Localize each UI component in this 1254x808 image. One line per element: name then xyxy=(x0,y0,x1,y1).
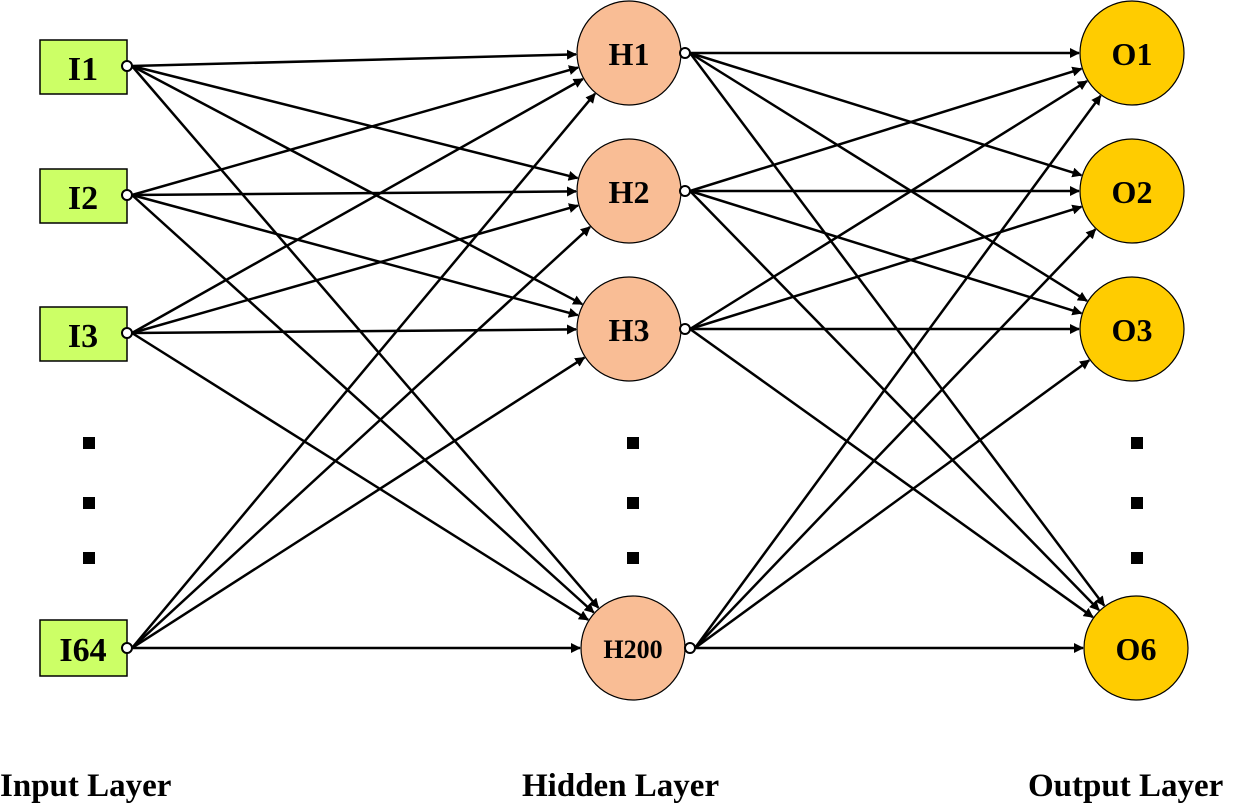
input-ellipsis-dot xyxy=(83,437,95,449)
hidden-node-h200: H200 xyxy=(580,595,686,701)
hidden-node-label: H200 xyxy=(603,635,662,664)
hidden-node-label: H2 xyxy=(609,174,650,210)
input-hidden-edge xyxy=(131,65,600,609)
input-port xyxy=(121,642,133,654)
hidden-output-edge xyxy=(689,51,1088,302)
input-port xyxy=(121,60,133,72)
hidden-node-h2: H2 xyxy=(576,138,682,244)
output-node-label: O3 xyxy=(1112,312,1153,348)
hidden-output-edge xyxy=(693,94,1102,649)
connection-ports xyxy=(121,47,696,654)
hidden-output-edge xyxy=(689,80,1088,331)
hidden-output-edge xyxy=(689,327,1094,619)
hidden-output-edge xyxy=(689,190,1100,611)
input-node-i2: I2 xyxy=(39,168,128,224)
input-ellipsis-dot xyxy=(83,552,95,564)
input-node-i64: I64 xyxy=(39,619,128,677)
hidden-output-edge xyxy=(689,204,1083,331)
hidden-node-label: H3 xyxy=(609,312,650,348)
hidden-output-edge xyxy=(689,51,1083,178)
output-node-label: O1 xyxy=(1112,36,1153,72)
input-node-label: I3 xyxy=(68,318,98,355)
ellipsis-dots xyxy=(83,437,1143,564)
input-node-label: I64 xyxy=(59,632,106,669)
input-layer-label: Input Layer xyxy=(0,768,171,804)
input-node-label: I2 xyxy=(68,180,98,217)
input-hidden-edge xyxy=(131,194,595,614)
input-port xyxy=(121,189,133,201)
hidden-port xyxy=(684,642,696,654)
input-node-i3: I3 xyxy=(39,306,128,362)
hidden-node-h3: H3 xyxy=(576,276,682,382)
input-hidden-edge xyxy=(131,64,579,181)
input-node-i1: I1 xyxy=(39,39,128,95)
hidden-ellipsis-dot xyxy=(627,437,639,449)
hidden-port xyxy=(679,47,691,59)
input-hidden-edge xyxy=(131,193,579,318)
output-ellipsis-dot xyxy=(1131,497,1143,509)
input-hidden-edge xyxy=(131,92,596,649)
output-node-label: O2 xyxy=(1112,174,1153,210)
hidden-ellipsis-dot xyxy=(627,497,639,509)
input-layer-nodes: I1 I2 I3 I64 xyxy=(39,39,128,677)
hidden-node-h1: H1 xyxy=(576,0,682,106)
output-ellipsis-dot xyxy=(1131,437,1143,449)
input-ellipsis-dot xyxy=(83,497,95,509)
output-node-o3: O3 xyxy=(1079,276,1185,382)
hidden-output-edge xyxy=(694,228,1097,649)
input-hidden-edge xyxy=(131,203,579,335)
hidden-port xyxy=(679,323,691,335)
input-hidden-edge xyxy=(131,64,584,306)
output-node-label: O6 xyxy=(1116,631,1157,667)
hidden-output-edge xyxy=(694,359,1091,650)
output-node-o6: O6 xyxy=(1083,595,1189,701)
input-hidden-edge xyxy=(131,49,577,68)
hidden-output-edge xyxy=(689,189,1083,316)
input-hidden-edge xyxy=(131,356,586,650)
input-hidden-edge xyxy=(131,331,589,621)
output-node-o2: O2 xyxy=(1079,138,1185,244)
input-hidden-edge xyxy=(131,65,579,197)
output-node-o1: O1 xyxy=(1079,0,1185,106)
hidden-ellipsis-dot xyxy=(627,552,639,564)
hidden-node-label: H1 xyxy=(609,36,650,72)
input-node-label: I1 xyxy=(68,51,98,88)
hidden-output-edge xyxy=(689,66,1083,193)
hidden-layer-label: Hidden Layer xyxy=(522,768,719,804)
input-hidden-edge xyxy=(131,186,577,197)
input-hidden-edge xyxy=(131,225,591,649)
hidden-port xyxy=(679,185,691,197)
input-hidden-edge xyxy=(131,77,584,335)
connections xyxy=(131,48,1106,653)
hidden-layer-nodes: H1 H2 H3 H200 xyxy=(576,0,686,701)
input-hidden-edge xyxy=(131,324,577,335)
output-layer-label: Output Layer xyxy=(1028,768,1223,804)
output-layer-nodes: O1 O2 O3 O6 xyxy=(1079,0,1189,701)
output-ellipsis-dot xyxy=(1131,552,1143,564)
input-port xyxy=(121,327,133,339)
